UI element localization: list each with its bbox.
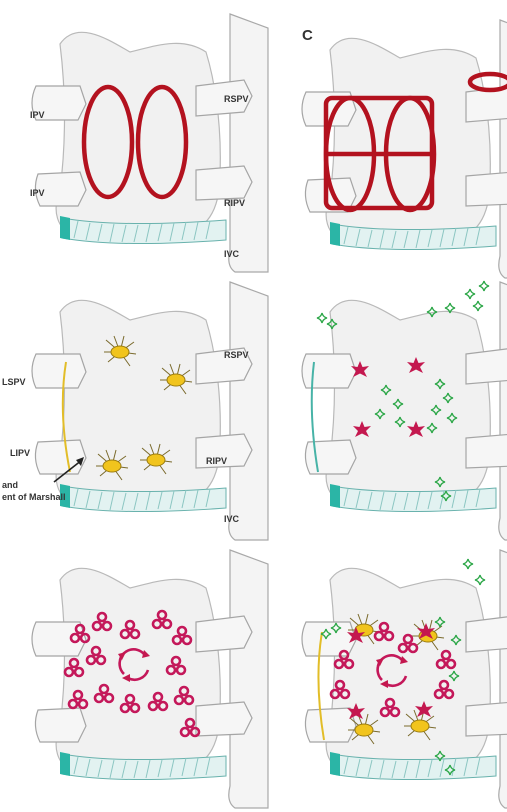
panel-focal-triggers bbox=[302, 281, 507, 540]
label-p1-lpv-lower: IPV bbox=[30, 188, 45, 198]
label-p3-marshall-line1: and bbox=[2, 480, 18, 490]
label-p1-rspv: RSPV bbox=[224, 94, 249, 104]
ectopic-focus bbox=[463, 559, 473, 569]
label-p3-ripv: RIPV bbox=[206, 456, 227, 466]
ectopic-focus bbox=[475, 575, 485, 585]
label-p3-marshall-line2: ent of Marshall bbox=[2, 492, 66, 502]
panel-letter: C bbox=[302, 27, 313, 44]
ectopic-focus bbox=[465, 289, 475, 299]
panel-box-lesion bbox=[302, 20, 507, 278]
panel-ganglionated-plexi bbox=[32, 282, 268, 540]
ectopic-focus bbox=[473, 301, 483, 311]
panel-pv-isolation bbox=[32, 14, 268, 272]
label-p3-rspv: RSPV bbox=[224, 350, 249, 360]
ectopic-focus bbox=[479, 281, 489, 291]
label-p3-ivc: IVC bbox=[224, 514, 240, 524]
label-p3-lspv: LSPV bbox=[2, 377, 26, 387]
ectopic-focus bbox=[317, 313, 327, 323]
label-p1-lpv-upper: IPV bbox=[30, 110, 45, 120]
label-p2-ivc: IVC bbox=[224, 249, 240, 259]
panel-combined-substrate bbox=[302, 550, 507, 808]
panel-rotors bbox=[32, 550, 268, 808]
label-p3-lipv: LIPV bbox=[10, 448, 30, 458]
label-p1-ripv: RIPV bbox=[224, 198, 245, 208]
